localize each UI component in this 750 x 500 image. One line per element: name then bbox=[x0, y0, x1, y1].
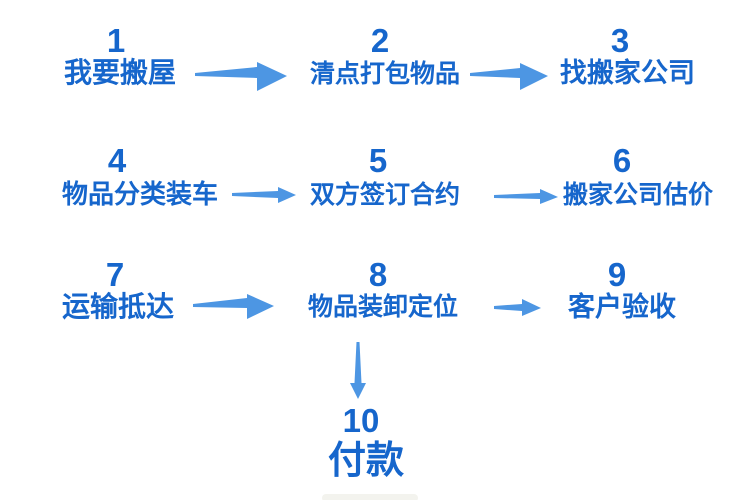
step-9-label: 客户验收 bbox=[568, 292, 676, 322]
step-3-number: 3 bbox=[610, 22, 630, 59]
step-4-label: 物品分类装车 bbox=[62, 179, 219, 209]
step-1-number: 1 bbox=[106, 22, 126, 59]
step-1-label: 我要搬屋 bbox=[64, 57, 177, 88]
step-7-label: 运输抵达 bbox=[62, 291, 175, 322]
step-2-label: 清点打包物品 bbox=[310, 60, 461, 88]
step-10-number: 10 bbox=[342, 402, 380, 439]
arrow-step1-step2-icon bbox=[195, 62, 287, 91]
step-6-number: 6 bbox=[612, 142, 632, 179]
step-7-number: 7 bbox=[105, 256, 125, 293]
step-10-label: 付款 bbox=[327, 440, 405, 482]
arrow-step4-step5-icon bbox=[232, 187, 296, 203]
bottom-cutoff-artifact bbox=[322, 494, 418, 500]
arrow-step8-step10-icon bbox=[350, 342, 366, 399]
arrow-step8-step9-icon bbox=[494, 299, 541, 316]
step-2-number: 2 bbox=[370, 22, 390, 59]
arrow-step7-step8-icon bbox=[193, 294, 274, 319]
step-6-label: 搬家公司估价 bbox=[563, 181, 714, 209]
step-9-number: 9 bbox=[607, 256, 627, 293]
step-5-label: 双方签订合约 bbox=[310, 181, 461, 209]
step-8-number: 8 bbox=[368, 256, 388, 293]
step-4-number: 4 bbox=[107, 142, 127, 179]
step-8-label: 物品装卸定位 bbox=[308, 293, 459, 321]
step-5-number: 5 bbox=[368, 142, 388, 179]
step-3-label: 找搬家公司 bbox=[560, 58, 695, 88]
arrow-step5-step6-icon bbox=[494, 189, 558, 204]
arrow-step2-step3-icon bbox=[470, 63, 548, 90]
